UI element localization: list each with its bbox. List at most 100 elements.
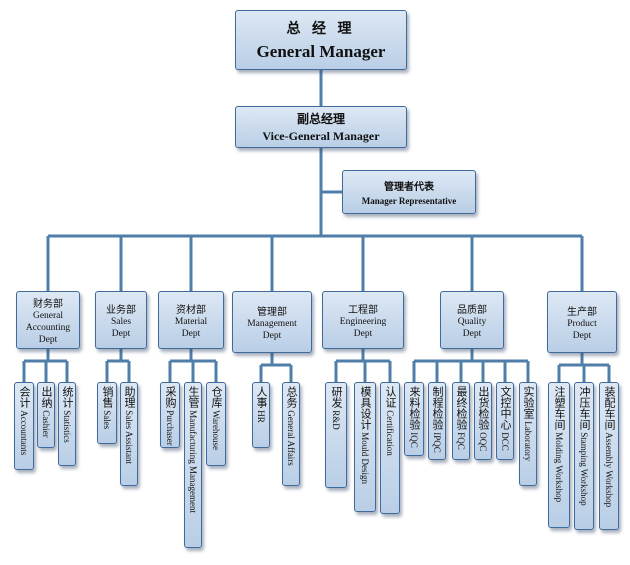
unit-label: 实验室 Laboratory [522, 386, 534, 461]
unit-name-en: OQC [478, 430, 488, 452]
dept-name-en: Dept [572, 330, 592, 341]
unit-label: 总务 General Affairs [285, 386, 297, 466]
unit-box-sales-0: 销售 Sales [97, 382, 117, 444]
unit-name-en: Statistics [62, 408, 72, 443]
unit-box-sales-1: 助理 Sales Assistant [120, 382, 138, 486]
dept-name-en: Quality [457, 316, 487, 327]
dept-name-zh: 业务部 [106, 304, 136, 316]
unit-name-en: Assembly Workshop [604, 430, 614, 508]
unit-name-zh: 生管 [187, 386, 199, 408]
dept-name-en: Product [567, 318, 597, 329]
manager-representative-en: Manager Representative [361, 196, 457, 206]
unit-name-zh: 认证 [384, 386, 396, 408]
unit-label: 销售 Sales [101, 386, 113, 429]
unit-name-zh: 冲压车间 [578, 386, 590, 430]
vice-general-manager-zh: 副总经理 [296, 112, 345, 126]
dept-name-zh: 资材部 [176, 304, 206, 316]
dept-name-zh: 财务部 [33, 298, 63, 310]
unit-box-material-0: 采购 Purchaser [160, 382, 180, 448]
unit-box-finance-0: 会计 Accountants [14, 382, 34, 470]
unit-name-en: Mould Design [360, 430, 370, 484]
unit-box-production-1: 冲压车间 Stamping Workshop [574, 382, 594, 530]
unit-label: 研发 R&D [330, 386, 342, 430]
unit-name-zh: 装配车间 [603, 386, 615, 430]
unit-box-quality-3: 出货检验 OQC [474, 382, 492, 460]
dept-name-en: Accounting [25, 322, 71, 333]
unit-name-en: Sales Assistant [124, 408, 134, 465]
unit-label: 采购 Purchaser [164, 386, 176, 446]
unit-name-zh: 总务 [285, 386, 297, 408]
vice-general-manager-box: 副总经理 Vice-General Manager [235, 106, 407, 148]
vice-general-manager-en: Vice-General Manager [262, 129, 380, 143]
dept-name-en: Engineering [339, 316, 387, 327]
unit-name-zh: 出纳 [40, 386, 52, 408]
dept-name-en: Dept [111, 328, 131, 339]
unit-label: 注塑车间 Molding Workshop [553, 386, 565, 502]
dept-name-zh: 工程部 [348, 304, 378, 316]
manager-representative-zh: 管理者代表 [384, 182, 434, 193]
unit-box-quality-5: 实验室 Laboratory [519, 382, 537, 486]
unit-label: 出纳 Cashier [40, 386, 52, 438]
unit-name-zh: 采购 [164, 386, 176, 408]
unit-box-quality-2: 最终检验 FQC [452, 382, 470, 460]
dept-name-en: Material [174, 316, 208, 327]
dept-name-zh: 管理部 [257, 306, 287, 318]
dept-name-en: Sales [110, 316, 132, 327]
unit-box-management-1: 总务 General Affairs [282, 382, 300, 486]
unit-box-engineering-2: 认证 Certification [380, 382, 400, 514]
unit-label: 会计 Accountants [18, 386, 30, 455]
dept-name-en: Dept [262, 330, 282, 341]
unit-label: 装配车间 Assembly Workshop [603, 386, 615, 507]
manager-representative-box: 管理者代表 Manager Representative [342, 170, 476, 214]
unit-box-quality-4: 文控中心 DCC [496, 382, 514, 460]
unit-name-zh: 实验室 [522, 386, 534, 419]
unit-label: 人事 HR [255, 386, 267, 423]
unit-box-engineering-0: 研发 R&D [325, 382, 347, 488]
unit-name-en: Manufacturing Management [188, 408, 198, 513]
unit-name-en: Certification [385, 408, 395, 456]
general-manager-zh: 总 经 理 [286, 22, 356, 37]
unit-label: 生管 Manufacturing Management [187, 386, 199, 513]
unit-name-zh: 文控中心 [499, 386, 511, 430]
dept-name-en: Dept [353, 328, 373, 339]
unit-name-zh: 销售 [101, 386, 113, 408]
unit-label: 冲压车间 Stamping Workshop [578, 386, 590, 506]
unit-label: 助理 Sales Assistant [123, 386, 135, 464]
unit-label: 最终检验 FQC [455, 386, 467, 450]
unit-name-zh: 助理 [123, 386, 135, 408]
dept-name-en: Management [247, 318, 297, 329]
unit-name-zh: 来料检验 [408, 386, 420, 430]
unit-box-quality-1: 制程检验 IPQC [428, 382, 446, 460]
unit-name-en: R&D [331, 408, 341, 430]
unit-name-zh: 仓库 [210, 386, 222, 408]
unit-label: 出货检验 OQC [477, 386, 489, 451]
unit-label: 统计 Statistics [61, 386, 73, 443]
unit-name-en: DCC [500, 430, 510, 451]
unit-label: 制程检验 IPQC [431, 386, 443, 453]
unit-name-en: IPQC [432, 430, 442, 453]
unit-name-en: Laboratory [523, 419, 533, 462]
unit-name-en: General Affairs [286, 408, 296, 466]
unit-name-zh: 最终检验 [455, 386, 467, 430]
unit-label: 认证 Certification [384, 386, 396, 456]
unit-name-en: Stamping Workshop [579, 430, 589, 506]
unit-name-zh: 会计 [18, 386, 30, 408]
unit-box-management-0: 人事 HR [252, 382, 270, 448]
dept-name-en: Dept [38, 334, 58, 345]
unit-name-zh: 制程检验 [431, 386, 443, 430]
unit-name-zh: 人事 [255, 386, 267, 408]
unit-name-en: IQC [409, 430, 419, 448]
dept-name-en: Dept [462, 328, 482, 339]
unit-box-finance-1: 出纳 Cashier [37, 382, 55, 448]
unit-box-finance-2: 统计 Statistics [58, 382, 76, 466]
dept-name-zh: 品质部 [457, 304, 487, 316]
dept-name-en: Dept [181, 328, 201, 339]
unit-name-en: Warehouse [211, 408, 221, 451]
dept-name-en: General [32, 310, 64, 321]
